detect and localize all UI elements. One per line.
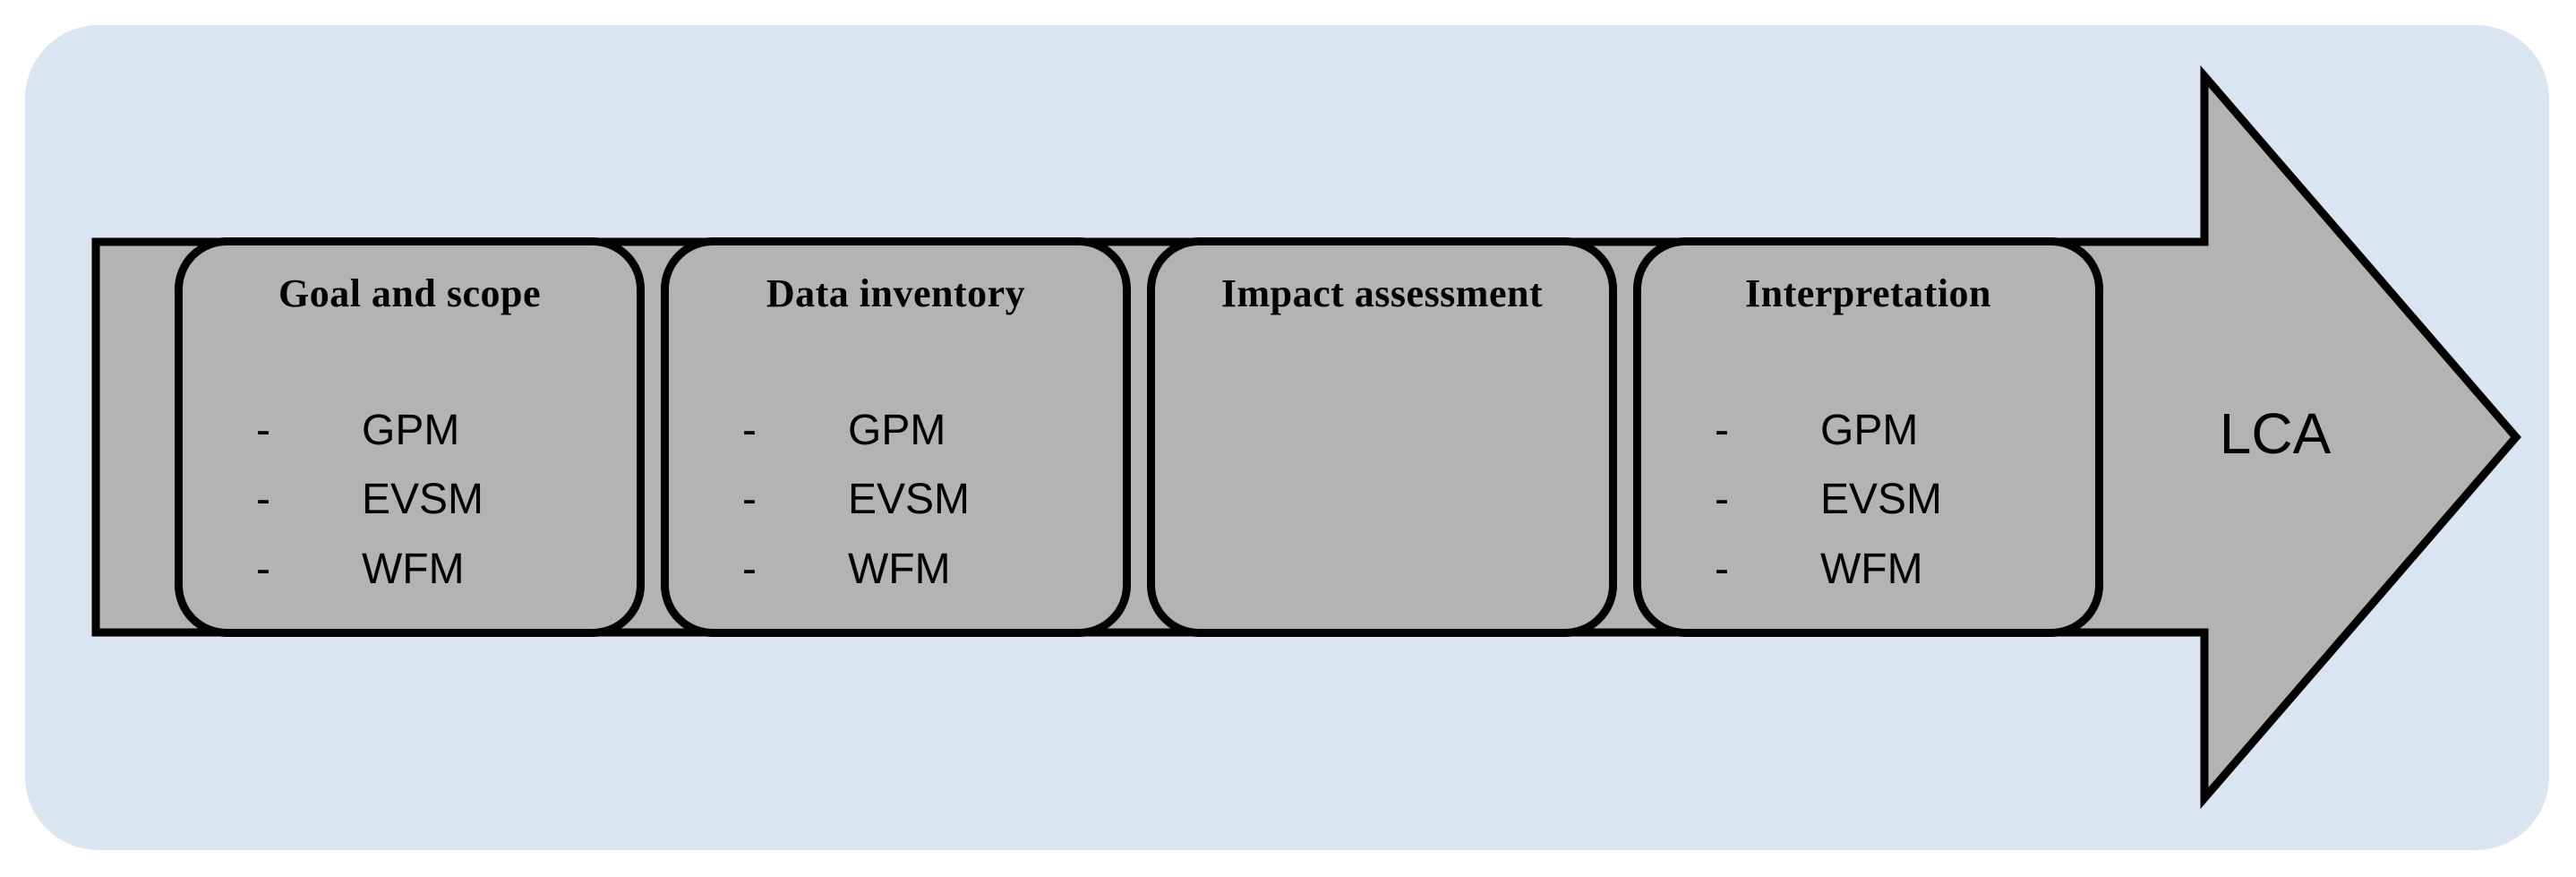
- stage-method-list: - GPM - EVSM - WFM: [1715, 408, 2068, 592]
- method-label: EVSM: [362, 476, 484, 524]
- bullet-dash: -: [1715, 407, 1729, 454]
- method-label: WFM: [1820, 545, 1923, 593]
- stage-box: Goal and scope - GPM - EVSM - WFM: [175, 237, 645, 637]
- method-item: - EVSM: [256, 477, 610, 522]
- method-label: WFM: [362, 545, 465, 593]
- stage-title: Goal and scope: [278, 271, 542, 315]
- stage-list: Goal and scope - GPM - EVSM - WFM Data i…: [175, 237, 2103, 637]
- method-label: EVSM: [1820, 476, 1943, 524]
- stage-title: Interpretation: [1744, 271, 1992, 315]
- stage-title: Impact assessment: [1220, 271, 1544, 315]
- stage-box: Data inventory - GPM - EVSM - WFM: [661, 237, 1131, 637]
- bullet-dash: -: [742, 476, 757, 524]
- method-item: - WFM: [256, 545, 610, 593]
- bullet-dash: -: [256, 545, 270, 593]
- bullet-dash: -: [1715, 476, 1729, 524]
- method-item: - WFM: [742, 545, 1096, 593]
- bullet-dash: -: [256, 407, 270, 454]
- method-item: - GPM: [742, 408, 1096, 453]
- arrow-label: LCA: [2219, 401, 2332, 466]
- method-label: GPM: [1820, 407, 1919, 454]
- bullet-dash: -: [256, 476, 270, 524]
- stage-title: Data inventory: [766, 271, 1026, 315]
- stage-box: Interpretation - GPM - EVSM - WFM: [1633, 237, 2103, 637]
- method-item: - GPM: [1715, 408, 2068, 453]
- method-label: EVSM: [848, 476, 971, 524]
- bullet-dash: -: [742, 545, 757, 593]
- method-item: - WFM: [1715, 545, 2068, 593]
- stage-box: Impact assessment: [1147, 237, 1617, 637]
- method-item: - GPM: [256, 408, 610, 453]
- method-item: - EVSM: [742, 477, 1096, 522]
- method-item: - EVSM: [1715, 477, 2068, 522]
- method-label: GPM: [362, 407, 460, 454]
- stage-method-list: - GPM - EVSM - WFM: [256, 408, 610, 592]
- stage-method-list: - GPM - EVSM - WFM: [742, 408, 1096, 592]
- method-label: WFM: [848, 545, 951, 593]
- method-label: GPM: [848, 407, 946, 454]
- bullet-dash: -: [742, 407, 757, 454]
- bullet-dash: -: [1715, 545, 1729, 593]
